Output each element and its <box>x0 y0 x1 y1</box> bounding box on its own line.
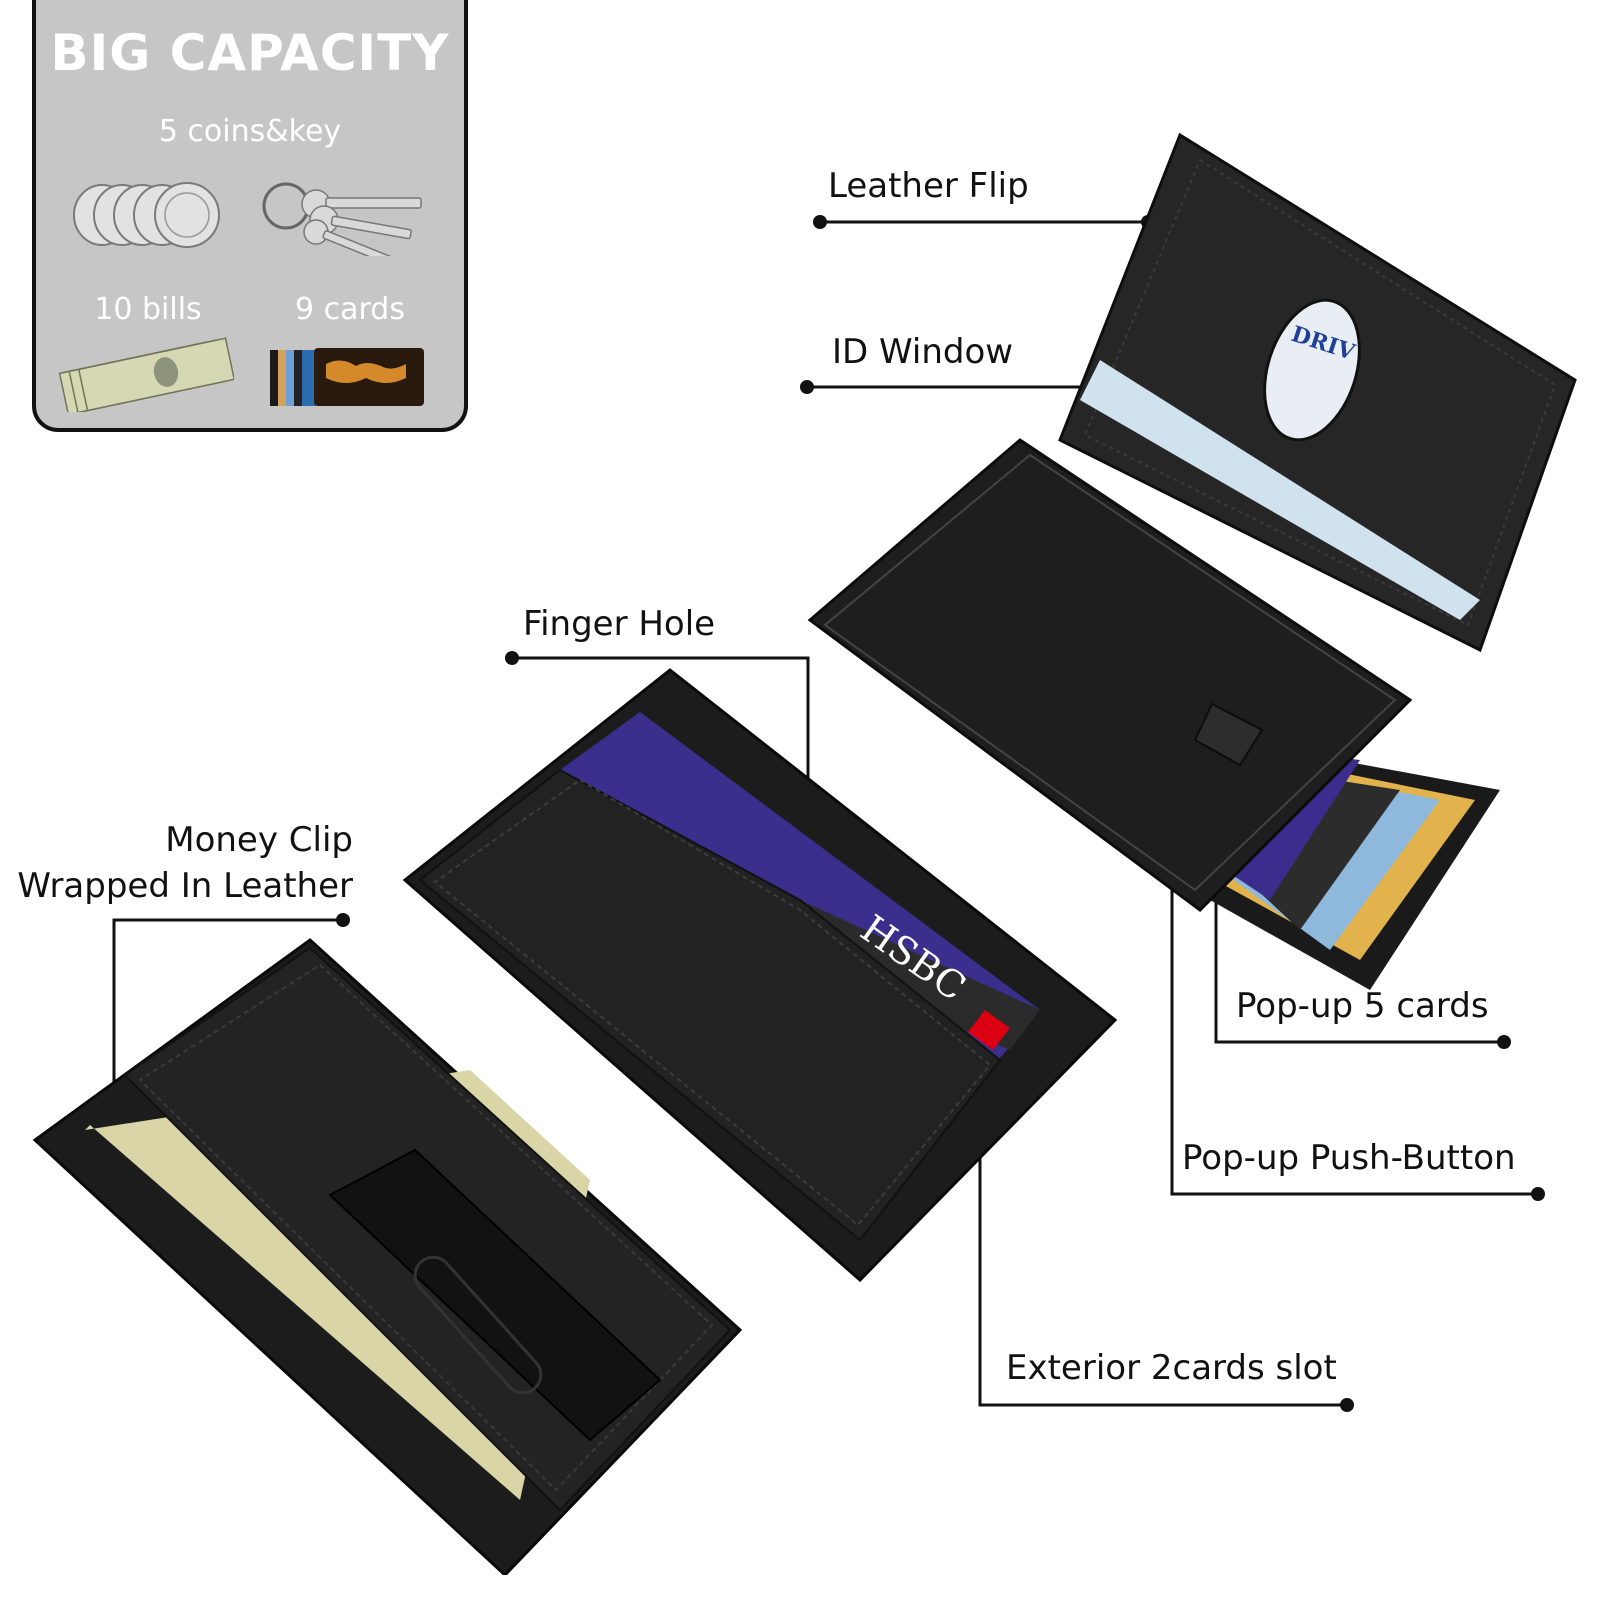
finger-hole-label: Finger Hole <box>523 604 716 644</box>
popup-cards-label: Pop-up 5 cards <box>1236 986 1489 1026</box>
leather-flip-label: Leather Flip <box>828 166 1029 206</box>
capacity-panel: BIG CAPACITY 5 coins&key 10 bills 9 card… <box>32 0 468 432</box>
wallet-money-clip <box>32 938 743 1575</box>
coin-stack-icon <box>73 182 220 248</box>
keys-icon <box>262 182 422 256</box>
exterior-slot-label: Exterior 2cards slot <box>1006 1348 1337 1388</box>
id-window-label: ID Window <box>832 332 1014 372</box>
money-clip-label-line1: Money Clip <box>165 820 353 860</box>
bills-label: 10 bills <box>94 292 202 327</box>
wallet-card-slot: HSBC <box>402 668 1118 1283</box>
coins-keys-label: 5 coins&key <box>158 114 342 149</box>
money-clip-label-line2: Wrapped In Leather <box>17 866 353 906</box>
bills-icon <box>58 337 234 412</box>
cards-icon <box>270 348 424 406</box>
capacity-title: BIG CAPACITY <box>50 24 450 82</box>
wallet-open-flip: DRIV <box>807 132 1577 990</box>
popup-button-label: Pop-up Push-Button <box>1182 1138 1516 1178</box>
cards-label: 9 cards <box>295 292 405 327</box>
